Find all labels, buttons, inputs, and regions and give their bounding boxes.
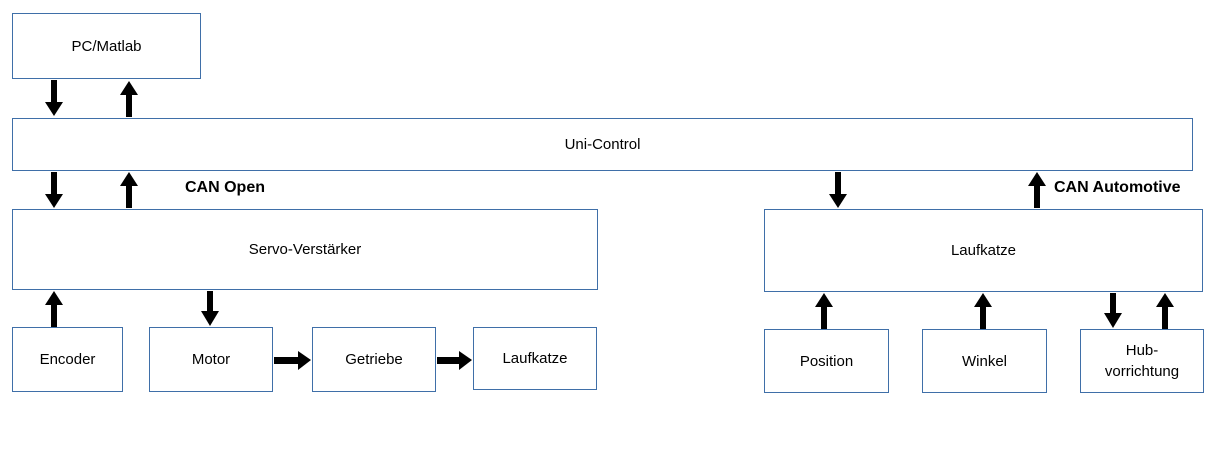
servo-verstaerker-block: Servo-Verstärker — [12, 209, 598, 290]
arrow-right — [274, 351, 311, 370]
arrow-up — [974, 293, 992, 329]
encoder-block: Encoder — [12, 327, 123, 392]
arrow-down — [829, 172, 847, 208]
arrow-up — [1028, 172, 1046, 208]
hubvorrichtung-block: Hub- vorrichtung — [1080, 329, 1204, 393]
uni-control-label: Uni-Control — [564, 136, 641, 153]
laufkatze-chain-block: Laufkatze — [473, 327, 597, 390]
hubvorrichtung-label: Hub- vorrichtung — [1104, 342, 1180, 380]
arrow-up — [1156, 293, 1174, 329]
motor-block: Motor — [149, 327, 273, 392]
arrow-down — [45, 80, 63, 116]
getriebe-label: Getriebe — [345, 351, 403, 368]
laufkatze-block: Laufkatze — [764, 209, 1203, 292]
arrow-down — [45, 172, 63, 208]
position-block: Position — [764, 329, 889, 393]
can-open-label: CAN Open — [185, 179, 265, 196]
arrow-up — [815, 293, 833, 329]
laufkatze-label: Laufkatze — [950, 242, 1017, 259]
arrow-up — [120, 81, 138, 117]
motor-label: Motor — [191, 351, 231, 368]
arrow-right — [437, 351, 472, 370]
arrow-down — [201, 291, 219, 326]
arrow-up — [45, 291, 63, 327]
position-label: Position — [799, 352, 854, 370]
can-automotive-label: CAN Automotive — [1054, 179, 1181, 196]
laufkatze-chain-label: Laufkatze — [502, 350, 568, 367]
arrow-down — [1104, 293, 1122, 328]
pc-matlab-block: PC/Matlab — [12, 13, 201, 79]
winkel-block: Winkel — [922, 329, 1047, 393]
encoder-label: Encoder — [39, 351, 96, 368]
winkel-label: Winkel — [961, 352, 1007, 370]
pc-matlab-label: PC/Matlab — [71, 37, 142, 55]
getriebe-block: Getriebe — [312, 327, 436, 392]
arrow-up — [120, 172, 138, 208]
uni-control-block: Uni-Control — [12, 118, 1193, 171]
servo-verstaerker-label: Servo-Verstärker — [248, 241, 362, 258]
